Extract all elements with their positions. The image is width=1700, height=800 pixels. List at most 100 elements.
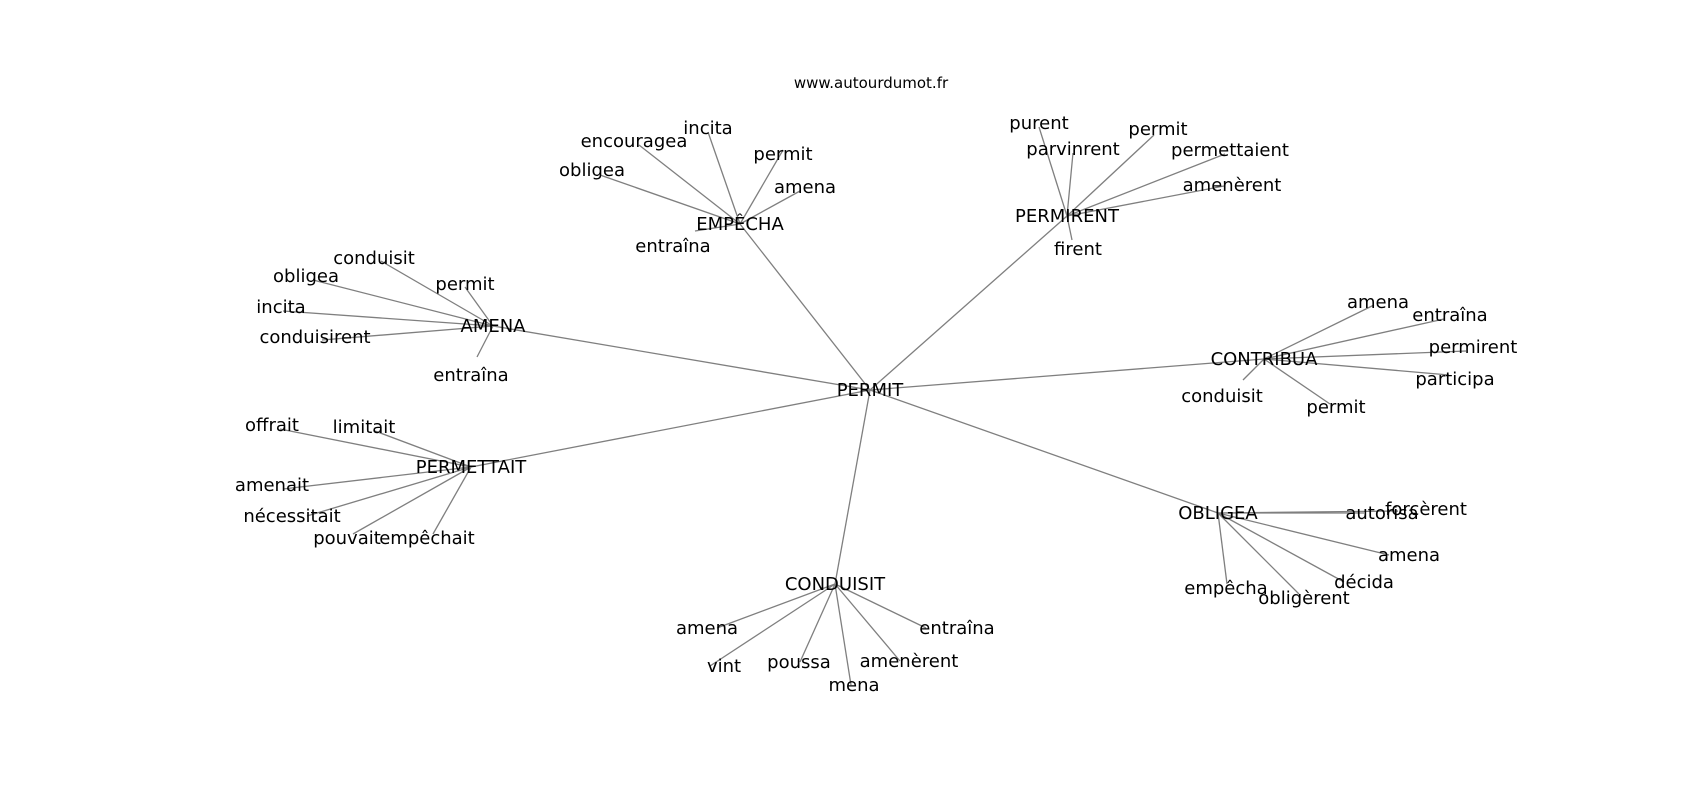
edge-hub-to-leaf (599, 174, 741, 225)
leaf-node[interactable]: amenait (235, 475, 309, 496)
edge-hub-to-leaf (279, 428, 472, 468)
edge-hub-to-leaf (306, 466, 472, 517)
leaf-node[interactable]: permit (1128, 119, 1187, 140)
edge-hub-to-leaf (1217, 512, 1300, 595)
edge-hub-to-leaf (834, 583, 927, 629)
edge-hub-to-leaf (282, 466, 472, 490)
edge-hub-to-leaf (312, 279, 494, 327)
edge-center-to-hub (869, 389, 1219, 514)
hub-node[interactable]: OBLIGEA (1178, 503, 1258, 524)
leaf-node[interactable]: amena (1378, 545, 1440, 566)
edge-hub-to-leaf (1066, 152, 1074, 217)
leaf-node[interactable]: amena (774, 177, 836, 198)
edge-hub-to-leaf (638, 144, 741, 225)
leaf-node[interactable]: mena (828, 675, 879, 696)
hub-node[interactable]: CONDUISIT (785, 574, 886, 595)
leaf-node[interactable]: entraîna (635, 236, 710, 257)
leaf-node[interactable]: nécessitait (243, 506, 340, 527)
edge-center-to-hub (869, 215, 1068, 391)
website-label: www.autourdumot.fr (794, 74, 949, 92)
leaf-node[interactable]: obligea (559, 160, 625, 181)
edge-hub-to-leaf (321, 325, 494, 341)
leaf-node[interactable]: permit (1306, 397, 1365, 418)
edge-hub-to-leaf (1263, 318, 1445, 360)
edge-hub-to-leaf (1263, 350, 1467, 360)
leaf-node[interactable]: obligèrent (1258, 588, 1350, 609)
hub-node[interactable]: PERMETTAIT (416, 457, 528, 478)
edge-hub-to-leaf (1263, 358, 1331, 405)
leaf-node[interactable]: décida (1334, 572, 1394, 593)
edge-hub-to-leaf (282, 310, 494, 327)
edges-layer (279, 126, 1467, 686)
leaf-node[interactable]: forcèrent (1385, 499, 1467, 520)
edge-hub-to-leaf (374, 430, 472, 468)
edge-center-to-hub (869, 358, 1265, 391)
leaf-node[interactable]: entraîna (919, 618, 994, 639)
edge-hub-to-leaf (834, 583, 901, 662)
leaf-node[interactable]: empêcha (1184, 578, 1267, 599)
edge-hub-to-leaf (707, 131, 741, 225)
leaf-node[interactable]: permit (435, 274, 494, 295)
hub-node[interactable]: CONTRIBUA (1211, 349, 1319, 370)
edge-hub-to-leaf (1038, 126, 1068, 217)
leaf-node[interactable]: permirent (1429, 337, 1518, 358)
leaf-node[interactable]: incita (683, 118, 732, 139)
labels-layer: PERMITEMPÊCHAincitaencourageaobligeaperm… (235, 113, 1517, 696)
edge-hub-to-leaf (709, 583, 836, 667)
leaf-node[interactable]: amena (1347, 292, 1409, 313)
edge-hub-to-leaf (694, 223, 741, 232)
edge-hub-to-leaf (739, 190, 801, 225)
edge-hub-to-leaf (799, 583, 836, 663)
edge-hub-to-leaf (1066, 185, 1225, 217)
leaf-node[interactable]: participa (1415, 369, 1494, 390)
leaf-node[interactable]: limitait (333, 417, 396, 438)
leaf-node[interactable]: entraîna (433, 365, 508, 386)
edge-hub-to-leaf (1263, 358, 1450, 376)
leaf-node[interactable]: poussa (767, 652, 831, 673)
leaf-node[interactable]: conduisit (333, 248, 415, 269)
edge-hub-to-leaf (352, 466, 472, 535)
leaf-node[interactable]: incita (256, 297, 305, 318)
edge-hub-to-leaf (1242, 358, 1265, 381)
edge-center-to-hub (492, 325, 871, 391)
edge-hub-to-leaf (432, 466, 472, 535)
leaf-node[interactable]: offrait (245, 415, 299, 436)
edge-hub-to-leaf (1263, 304, 1375, 360)
edge-hub-to-leaf (739, 149, 784, 225)
edge-hub-to-leaf (1217, 512, 1390, 556)
leaf-node[interactable]: pouvait (313, 528, 381, 549)
leaf-node[interactable]: vint (707, 656, 741, 677)
hub-node[interactable]: AMENA (461, 316, 527, 337)
edge-hub-to-leaf (476, 325, 494, 358)
leaf-node[interactable]: encouragea (581, 131, 688, 152)
leaf-node[interactable]: permit (753, 144, 812, 165)
edge-hub-to-leaf (834, 583, 852, 686)
edge-hub-to-leaf (464, 286, 494, 327)
edge-hub-to-leaf (1217, 512, 1228, 585)
leaf-node[interactable]: obligea (273, 266, 339, 287)
center-node[interactable]: PERMIT (837, 380, 905, 401)
leaf-node[interactable]: permettaient (1171, 140, 1289, 161)
edge-hub-to-leaf (1066, 134, 1155, 217)
leaf-node[interactable]: parvinrent (1026, 139, 1119, 160)
leaf-node[interactable]: purent (1009, 113, 1068, 134)
edge-hub-to-leaf (1066, 153, 1226, 217)
leaf-node[interactable]: firent (1054, 239, 1102, 260)
edge-hub-to-leaf (716, 583, 836, 629)
leaf-node[interactable]: conduisirent (259, 327, 370, 348)
hub-node[interactable]: EMPÊCHA (696, 213, 784, 235)
leaf-node[interactable]: empêchait (379, 528, 475, 549)
leaf-node[interactable]: amena (676, 618, 738, 639)
leaf-node[interactable]: autorisa (1345, 503, 1418, 524)
edge-hub-to-leaf (1217, 512, 1345, 583)
edge-center-to-hub (739, 223, 871, 391)
leaf-node[interactable]: entraîna (1412, 305, 1487, 326)
leaf-node[interactable]: amenèrent (1183, 175, 1282, 196)
edge-center-to-hub (470, 389, 871, 468)
edge-center-to-hub (834, 389, 871, 585)
leaf-node[interactable]: conduisit (1181, 386, 1263, 407)
hub-node[interactable]: PERMIRENT (1015, 206, 1120, 227)
edge-hub-to-leaf (380, 260, 494, 327)
leaf-node[interactable]: amenèrent (860, 651, 959, 672)
